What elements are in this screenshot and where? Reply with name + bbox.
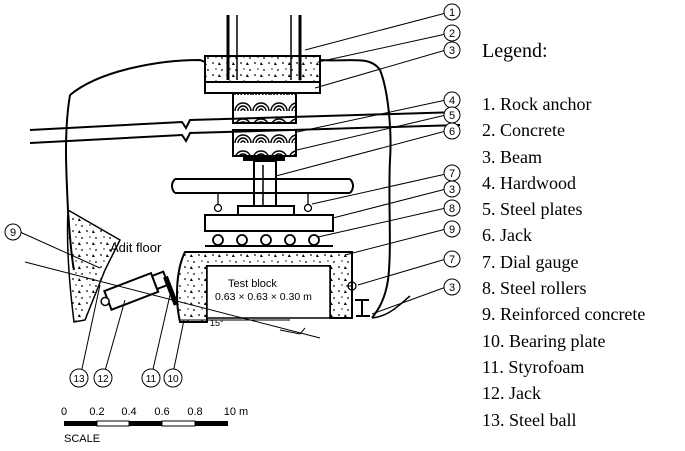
reference-beam	[171, 178, 354, 194]
callout-2: 2	[443, 24, 461, 42]
svg-text:10: 10	[167, 374, 179, 385]
reference-bar-upper	[29, 111, 461, 131]
svg-text:0.6: 0.6	[154, 406, 169, 418]
hardwood-lower	[232, 129, 297, 157]
leader-lines	[19, 12, 447, 379]
svg-text:12: 12	[97, 374, 109, 385]
callout-4: 4	[443, 91, 461, 109]
legend-item-9: 9. Reinforced concrete	[482, 304, 646, 325]
test-block	[206, 265, 331, 319]
svg-text:0.8: 0.8	[187, 406, 202, 418]
test-block-label: Test block	[228, 278, 277, 290]
svg-text:7: 7	[449, 254, 455, 266]
callout-13: 13	[69, 368, 89, 388]
bearing-plate	[163, 275, 179, 306]
beam-lower	[204, 214, 334, 232]
svg-text:1: 1	[449, 7, 455, 19]
svg-text:9: 9	[449, 224, 455, 236]
callout-8: 8	[443, 199, 461, 217]
svg-text:9: 9	[10, 227, 16, 239]
inclined-jack	[100, 270, 170, 312]
legend-item-4: 4. Hardwood	[482, 172, 576, 193]
callout-6: 6	[443, 122, 461, 140]
callout-11: 11	[141, 368, 161, 388]
svg-text:8: 8	[449, 203, 455, 215]
diagram: Test block 0.63 × 0.63 × 0.30 m Adit flo…	[4, 3, 461, 445]
svg-text:3: 3	[449, 282, 455, 294]
steel-rollers	[212, 234, 320, 246]
legend-item-2: 2. Concrete	[482, 120, 565, 141]
svg-text:7: 7	[449, 168, 455, 180]
svg-text:2: 2	[449, 28, 455, 40]
legend-item-12: 12. Jack	[482, 383, 541, 404]
callout-3b: 3	[443, 180, 461, 198]
legend-item-1: 1. Rock anchor	[482, 94, 592, 114]
svg-text:10 m: 10 m	[224, 406, 248, 418]
jack-upper	[253, 160, 277, 207]
scale-caption: SCALE	[64, 433, 100, 445]
svg-text:6: 6	[449, 126, 455, 138]
svg-text:11: 11	[146, 374, 157, 385]
svg-text:4: 4	[449, 95, 455, 107]
svg-text:0: 0	[61, 406, 67, 418]
legend-item-10: 10. Bearing plate	[482, 330, 606, 351]
legend-item-13: 13. Steel ball	[482, 409, 577, 430]
adit-floor-label: Adit floor	[110, 240, 162, 255]
adit-floor-concrete	[66, 208, 121, 323]
callout-5: 5	[443, 106, 461, 124]
jack-base	[237, 205, 295, 216]
callout-3a: 3	[443, 41, 461, 59]
legend-item-7: 7. Dial gauge	[482, 251, 579, 272]
rock-right-edge	[371, 295, 411, 319]
callout-9b: 9	[4, 223, 22, 241]
callouts: 1 2 3 4 5 6 7 3 8 9 9 7 3 13 12 11 10	[4, 3, 461, 388]
callout-10: 10	[163, 368, 183, 388]
svg-text:3: 3	[449, 45, 455, 57]
svg-text:5: 5	[449, 110, 455, 122]
adit-outline	[69, 58, 392, 319]
callout-3c: 3	[443, 278, 461, 296]
svg-text:0.4: 0.4	[121, 406, 136, 418]
legend-item-6: 6. Jack	[482, 225, 532, 246]
callout-7b: 7	[443, 250, 461, 268]
legend-title: Legend:	[482, 40, 548, 62]
legend: Legend: 1. Rock anchor 2. Concrete 3. Be…	[482, 40, 682, 433]
svg-text:13: 13	[73, 374, 85, 385]
callout-1: 1	[443, 3, 461, 21]
legend-item-11: 11. Styrofoam	[482, 356, 585, 377]
reference-bar-lower	[29, 124, 461, 144]
scale-bar: 0 0.2 0.4 0.6 0.8 10 m SCALE	[61, 406, 248, 445]
angle-label: 15°	[210, 318, 224, 328]
legend-item-5: 5. Steel plates	[482, 199, 583, 220]
gauge-stand	[355, 299, 370, 317]
legend-item-3: 3. Beam	[482, 146, 542, 167]
callout-9a: 9	[443, 220, 461, 238]
test-block-dims: 0.63 × 0.63 × 0.30 m	[215, 291, 312, 303]
top-concrete	[204, 55, 321, 83]
top-beam	[204, 81, 321, 94]
incline-line	[24, 261, 321, 339]
svg-text:3: 3	[449, 184, 455, 196]
callout-12: 12	[93, 368, 113, 388]
callout-7a: 7	[443, 164, 461, 182]
svg-text:0.2: 0.2	[89, 406, 104, 418]
steel-plate-top	[243, 156, 285, 161]
legend-item-8: 8. Steel rollers	[482, 278, 587, 299]
